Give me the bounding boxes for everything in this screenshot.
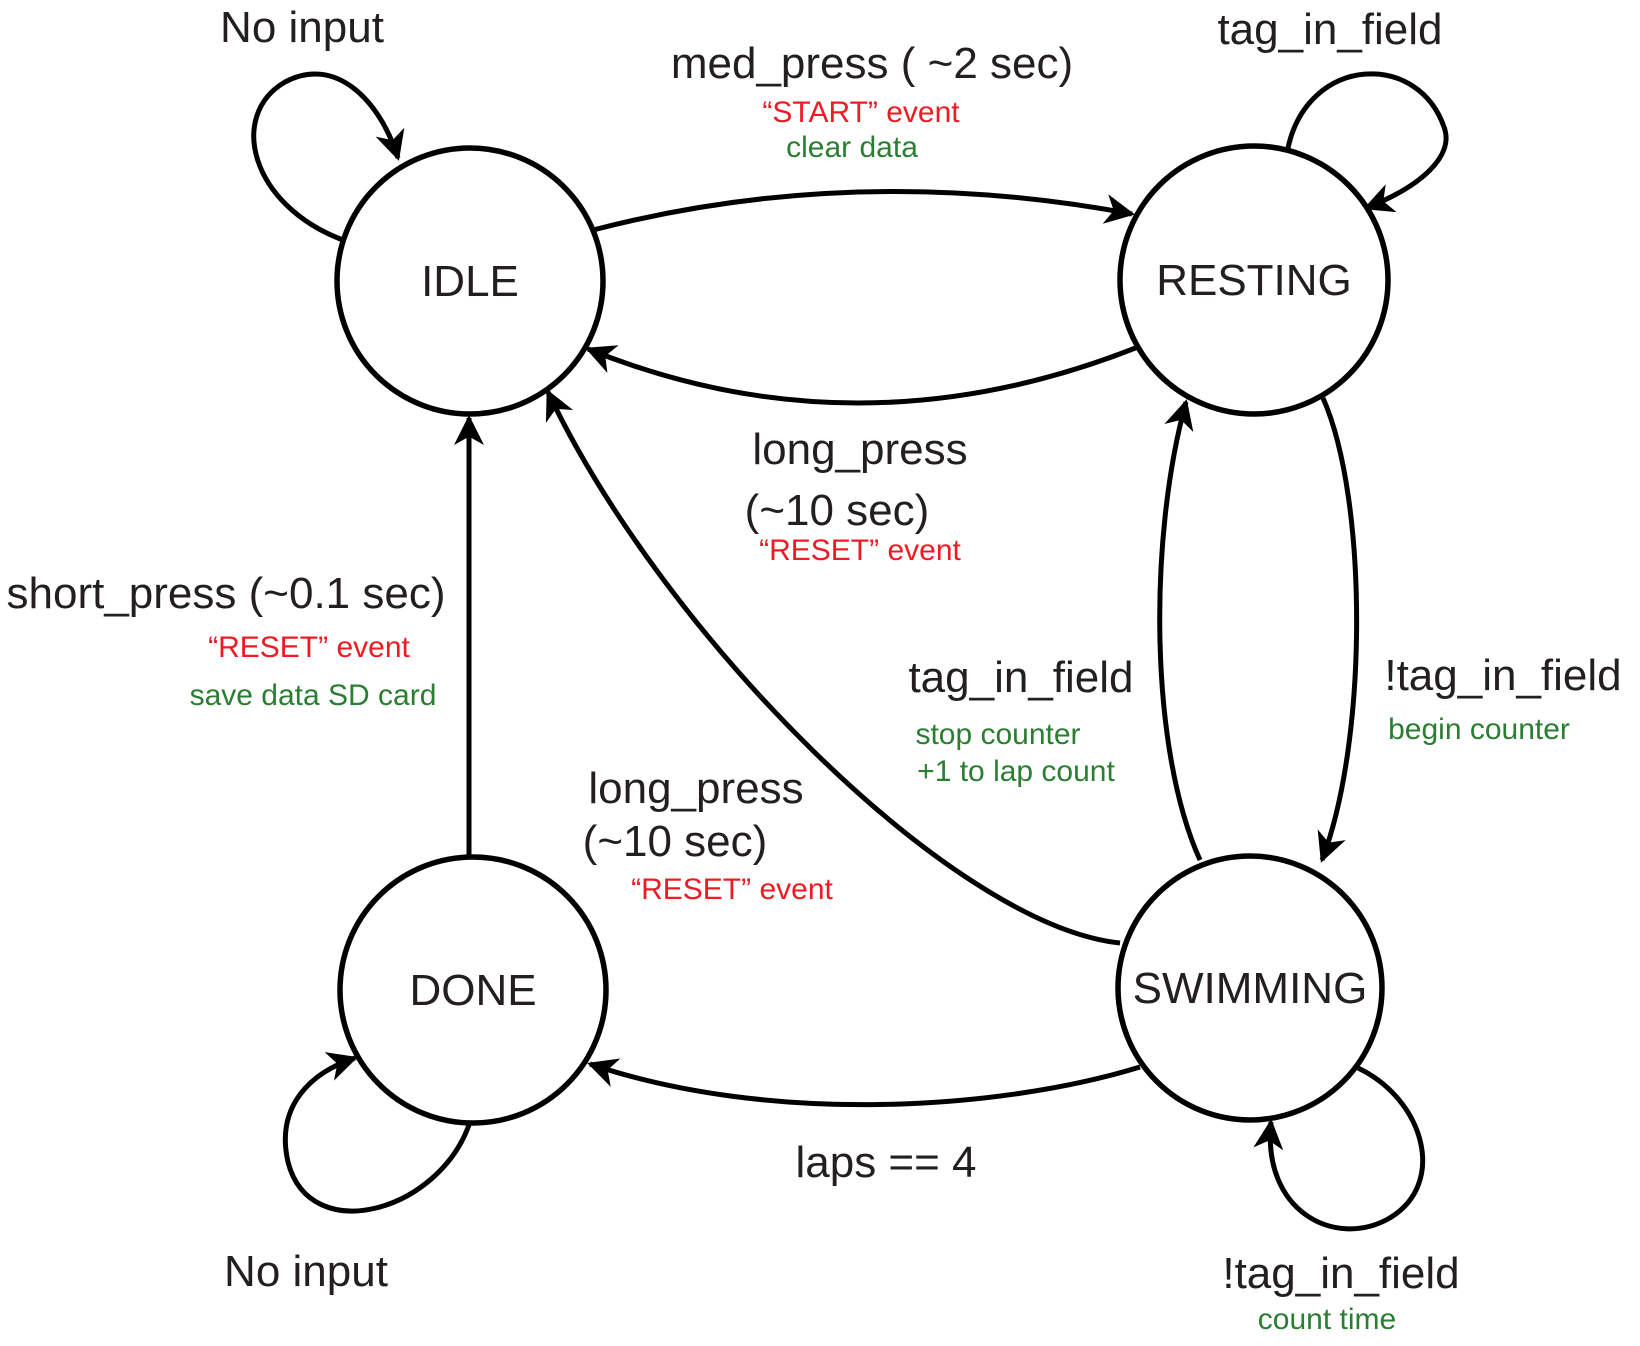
resting-to-swimming-arrow bbox=[1317, 396, 1360, 863]
swimming-self-loop-event-label: !tag_in_field bbox=[1222, 1249, 1459, 1298]
resting-to-idle-red-action-label: “RESET” event bbox=[759, 534, 961, 567]
resting-to-swimming-green-action-label: begin counter bbox=[1388, 713, 1570, 746]
resting-to-idle-event-line2-label: (~10 sec) bbox=[745, 486, 930, 535]
idle-to-resting-red-action-label: “START” event bbox=[762, 96, 960, 129]
swimming-to-done-event-label: laps == 4 bbox=[795, 1138, 976, 1187]
resting-to-idle-arrow bbox=[585, 344, 1139, 406]
idle-to-resting-green-action-label: clear data bbox=[786, 131, 918, 164]
swimming-to-done-arrow bbox=[587, 1058, 1141, 1108]
idle-self-loop-label: No input bbox=[220, 3, 384, 52]
state-resting-label: RESTING bbox=[1156, 256, 1352, 305]
swimming-to-idle-event-line1-label: long_press bbox=[588, 764, 803, 813]
swimming-to-resting-arrow bbox=[1157, 399, 1203, 862]
swimming-to-resting-event-label: tag_in_field bbox=[908, 653, 1133, 702]
state-swimming-label: SWIMMING bbox=[1133, 964, 1368, 1013]
resting-self-loop-arrow bbox=[1285, 71, 1449, 213]
done-to-idle-event-label: short_press (~0.1 sec) bbox=[7, 569, 446, 618]
resting-to-idle-event-line1-label: long_press bbox=[752, 425, 967, 474]
idle-to-resting-arrow bbox=[592, 189, 1135, 233]
swimming-to-idle-red-action-label: “RESET” event bbox=[631, 873, 833, 906]
resting-to-swimming-event-label: !tag_in_field bbox=[1384, 651, 1621, 700]
state-idle-circle bbox=[334, 145, 606, 417]
state-idle-label: IDLE bbox=[421, 257, 519, 306]
state-done-label: DONE bbox=[409, 966, 536, 1015]
done-self-loop-label: No input bbox=[224, 1247, 388, 1296]
resting-self-loop-label: tag_in_field bbox=[1217, 5, 1442, 54]
idle-to-resting-event-label: med_press ( ~2 sec) bbox=[671, 39, 1073, 88]
swimming-self-loop-green-action-label: count time bbox=[1258, 1303, 1396, 1336]
swimming-to-resting-green-action-line2-label: +1 to lap count bbox=[917, 755, 1115, 788]
idle-self-loop-arrow bbox=[251, 71, 405, 243]
state-resting-circle bbox=[1117, 143, 1391, 417]
state-swimming-circle bbox=[1115, 853, 1385, 1123]
swimming-to-idle-arrow bbox=[545, 389, 1121, 946]
done-to-idle-green-action-label: save data SD card bbox=[190, 679, 437, 712]
swimming-to-resting-green-action-line1-label: stop counter bbox=[915, 718, 1080, 751]
state-done-circle bbox=[337, 854, 609, 1126]
done-self-loop-arrow bbox=[282, 1052, 473, 1214]
swimming-self-loop-arrow bbox=[1253, 1065, 1426, 1232]
swimming-to-idle-event-line2-label: (~10 sec) bbox=[583, 817, 768, 866]
done-to-idle-red-action-label: “RESET” event bbox=[208, 631, 410, 664]
